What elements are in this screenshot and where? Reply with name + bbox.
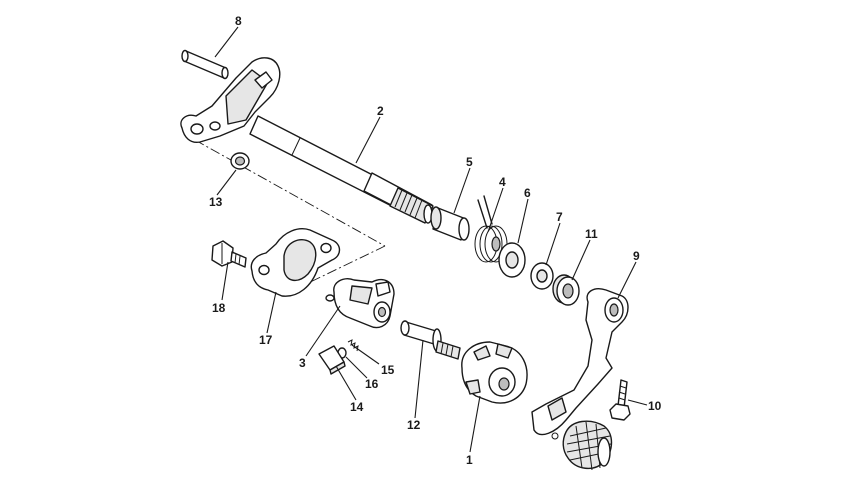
- callout-1: 1: [466, 453, 473, 467]
- callout-7: 7: [556, 210, 563, 224]
- callout-6: 6: [524, 186, 531, 200]
- part-13-bushing: [230, 152, 250, 170]
- callout-15: 15: [381, 363, 395, 377]
- leader-lines: [214, 26, 648, 453]
- footrest-knurled: [562, 420, 613, 471]
- callout-12: 12: [407, 418, 421, 432]
- callout-labels: 1 2 3 4 5 6 7 8 9 10 11 12 13 14 15 16 1…: [209, 14, 662, 467]
- callout-4: 4: [499, 175, 506, 189]
- callout-16: 16: [365, 377, 379, 391]
- part-10-lever-bolt: [609, 379, 631, 421]
- callout-10: 10: [648, 399, 662, 413]
- part-2-shift-shaft: [180, 57, 434, 224]
- part-9-shift-lever: [531, 288, 629, 471]
- part-15-spring: [347, 339, 359, 352]
- part-1-detent-cam: [461, 341, 528, 404]
- part-6-washer: [498, 242, 526, 278]
- callout-11: 11: [585, 227, 598, 241]
- callout-18: 18: [212, 301, 226, 315]
- callout-17: 17: [259, 333, 273, 347]
- callout-3: 3: [299, 356, 306, 370]
- part-3-drum-segment: [325, 278, 395, 329]
- callout-14: 14: [350, 400, 364, 414]
- callout-2: 2: [377, 104, 384, 118]
- part-7-washer: [530, 262, 554, 290]
- part-12-detent-bolt: [400, 320, 461, 360]
- callout-5: 5: [466, 155, 473, 169]
- callout-8: 8: [235, 14, 242, 28]
- part-5-sleeve: [430, 206, 470, 241]
- part-11-oil-seal: [552, 274, 580, 306]
- part-17-guide-plate: [250, 228, 341, 297]
- callout-9: 9: [633, 249, 640, 263]
- callout-13: 13: [209, 195, 223, 209]
- part-8-pin: [181, 49, 229, 80]
- assembly-axis-lines: [194, 139, 386, 288]
- part-18-bolt: [211, 240, 247, 268]
